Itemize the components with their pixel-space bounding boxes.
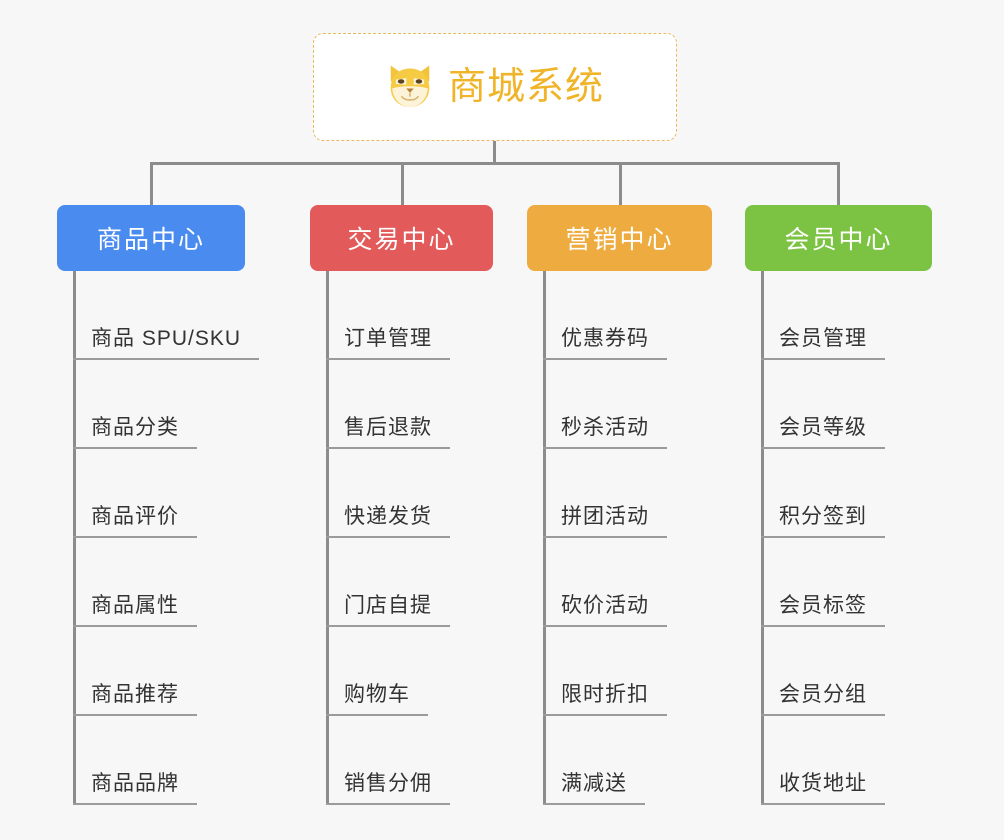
list-item[interactable]: 收货地址 <box>745 716 885 805</box>
leaf-label: 销售分佣 <box>344 772 432 795</box>
connector-drop-2 <box>401 162 404 205</box>
category-header-4[interactable]: 会员中心 <box>745 205 932 271</box>
list-item[interactable]: 快递发货 <box>310 449 450 538</box>
category-label-4: 会员中心 <box>784 226 893 254</box>
column-spine-1 <box>73 271 76 805</box>
list-item[interactable]: 商品评价 <box>57 449 259 538</box>
leaf-label: 会员标签 <box>779 594 867 617</box>
leaf-label: 拼团活动 <box>561 505 649 528</box>
leaf-label: 砍价活动 <box>561 594 649 617</box>
leaf-list-1: 商品 SPU/SKU 商品分类 商品评价 商品属性 商品推荐 商品品牌 <box>57 271 260 805</box>
leaf-label: 门店自提 <box>344 594 432 617</box>
column-spine-4 <box>761 271 764 805</box>
list-item[interactable]: 销售分佣 <box>310 716 450 805</box>
leaf-label: 购物车 <box>344 683 410 706</box>
leaf-list-4: 会员管理 会员等级 积分签到 会员标签 会员分组 收货地址 <box>745 271 885 805</box>
category-column-1: 商品中心 商品 SPU/SKU 商品分类 商品评价 商品属性 商品推荐 商品品牌 <box>57 205 260 805</box>
list-item[interactable]: 砍价活动 <box>527 538 667 627</box>
connector-horizontal-bus <box>150 162 840 165</box>
list-item[interactable]: 商品品牌 <box>57 716 259 805</box>
connector-drop-3 <box>619 162 622 205</box>
category-header-3[interactable]: 营销中心 <box>527 205 712 271</box>
category-label-1: 商品中心 <box>96 226 205 254</box>
category-column-3: 营销中心 优惠券码 秒杀活动 拼团活动 砍价活动 限时折扣 满减送 <box>527 205 712 805</box>
leaf-label: 商品品牌 <box>91 772 179 795</box>
leaf-label: 商品 SPU/SKU <box>91 327 242 350</box>
leaf-label: 快递发货 <box>344 505 432 528</box>
list-item[interactable]: 商品推荐 <box>57 627 259 716</box>
category-column-2: 交易中心 订单管理 售后退款 快递发货 门店自提 购物车 销售分佣 <box>310 205 493 805</box>
leaf-label: 满减送 <box>561 772 627 795</box>
leaf-label: 会员管理 <box>779 327 867 350</box>
column-spine-3 <box>543 271 546 805</box>
leaf-label: 商品评价 <box>91 505 179 528</box>
list-item[interactable]: 会员标签 <box>745 538 885 627</box>
leaf-label: 售后退款 <box>344 416 432 439</box>
list-item[interactable]: 订单管理 <box>310 271 450 360</box>
leaf-label: 积分签到 <box>779 505 867 528</box>
category-label-3: 营销中心 <box>565 226 674 254</box>
leaf-label: 商品属性 <box>91 594 179 617</box>
list-item[interactable]: 秒杀活动 <box>527 360 667 449</box>
list-item[interactable]: 售后退款 <box>310 360 450 449</box>
list-item[interactable]: 满减送 <box>527 716 667 805</box>
list-item[interactable]: 商品分类 <box>57 360 259 449</box>
list-item[interactable]: 商品 SPU/SKU <box>57 271 260 360</box>
leaf-label: 商品分类 <box>91 416 179 439</box>
category-header-1[interactable]: 商品中心 <box>57 205 245 271</box>
leaf-list-3: 优惠券码 秒杀活动 拼团活动 砍价活动 限时折扣 满减送 <box>527 271 667 805</box>
connector-drop-4 <box>837 162 840 205</box>
category-header-2[interactable]: 交易中心 <box>310 205 493 271</box>
shiba-dog-face-icon <box>390 65 430 108</box>
list-item[interactable]: 优惠券码 <box>527 271 667 360</box>
list-item[interactable]: 会员管理 <box>745 271 885 360</box>
leaf-list-2: 订单管理 售后退款 快递发货 门店自提 购物车 销售分佣 <box>310 271 450 805</box>
leaf-label: 收货地址 <box>779 772 867 795</box>
list-item[interactable]: 商品属性 <box>57 538 259 627</box>
list-item[interactable]: 积分签到 <box>745 449 885 538</box>
leaf-label: 商品推荐 <box>91 683 179 706</box>
connector-root-stem <box>493 141 496 165</box>
leaf-label: 会员等级 <box>779 416 867 439</box>
leaf-label: 订单管理 <box>344 327 432 350</box>
category-column-4: 会员中心 会员管理 会员等级 积分签到 会员标签 会员分组 收货地址 <box>745 205 932 805</box>
root-label: 商城系统 <box>447 66 604 108</box>
leaf-label: 秒杀活动 <box>561 416 649 439</box>
leaf-label: 限时折扣 <box>561 683 649 706</box>
list-item[interactable]: 会员分组 <box>745 627 885 716</box>
leaf-label: 会员分组 <box>779 683 867 706</box>
list-item[interactable]: 拼团活动 <box>527 449 667 538</box>
root-node[interactable]: 商城系统 <box>313 33 677 141</box>
list-item[interactable]: 限时折扣 <box>527 627 667 716</box>
list-item[interactable]: 门店自提 <box>310 538 450 627</box>
category-label-2: 交易中心 <box>347 226 456 254</box>
connector-drop-1 <box>150 162 153 205</box>
leaf-label: 优惠券码 <box>561 327 649 350</box>
column-spine-2 <box>326 271 329 805</box>
list-item[interactable]: 购物车 <box>310 627 450 716</box>
list-item[interactable]: 会员等级 <box>745 360 885 449</box>
